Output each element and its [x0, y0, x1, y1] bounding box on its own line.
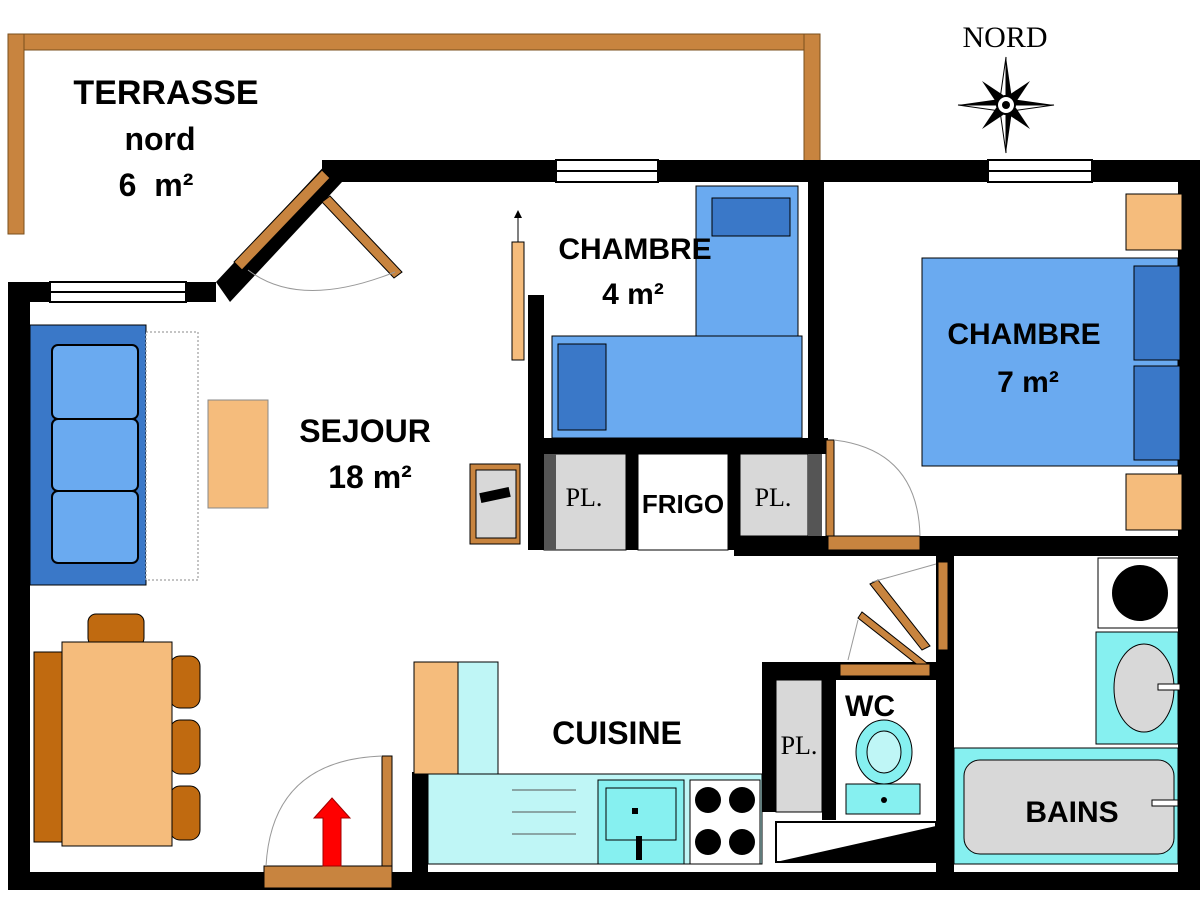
terrasse-sub-label: nord [124, 121, 195, 157]
door-chambre-small [511, 241, 525, 361]
frigo-label: FRIGO [642, 489, 724, 519]
bains-label: BAINS [1025, 796, 1118, 829]
washing-machine-icon [1097, 557, 1179, 629]
hall-closet [775, 679, 823, 813]
compass-rose-icon [957, 56, 1055, 154]
kitchen-sink [597, 779, 685, 865]
terrace-door-left [233, 169, 331, 271]
coffee-table [207, 399, 269, 509]
terrace-door-right [321, 195, 403, 279]
storage-row [543, 453, 822, 551]
cooktop-icon [689, 779, 761, 865]
entry-arrow-icon [312, 797, 352, 867]
washbasin-icon [1095, 631, 1181, 745]
sejour-area: 18 m² [328, 459, 412, 495]
dining-table [33, 613, 201, 847]
compass-label: NORD [962, 21, 1047, 54]
sejour-label: SEJOUR [299, 413, 431, 449]
placard-label-3: PL. [781, 731, 818, 760]
terrasse-area: 6 m² [119, 167, 194, 203]
chambre-large-label: CHAMBRE [947, 318, 1100, 351]
double-bed [921, 257, 1181, 467]
wc-label: WC [845, 690, 895, 723]
bathtub-icon [953, 747, 1179, 865]
nightstand-bottom [1125, 473, 1183, 531]
rug [145, 331, 199, 581]
toilet-icon [845, 719, 921, 815]
water-heater [775, 821, 937, 863]
door-corridor-upper [869, 579, 931, 651]
chambre-small-label: CHAMBRE [558, 233, 711, 266]
nightstand-top [1125, 193, 1183, 251]
chambre-small-area: 4 m² [602, 278, 664, 311]
bunk-bed [551, 185, 803, 439]
placard-label-2: PL. [755, 483, 792, 512]
placard-label-1: PL. [566, 483, 603, 512]
entrance-door [263, 865, 393, 889]
sofa [29, 324, 147, 586]
door-chambre-large [827, 535, 921, 551]
tv-unit [469, 463, 521, 545]
terrace-railing [7, 33, 821, 235]
chambre-large-area: 7 m² [997, 366, 1059, 399]
windows [49, 159, 1093, 303]
doors [233, 169, 949, 889]
cuisine-label: CUISINE [552, 715, 682, 751]
terrasse-label: TERRASSE [73, 74, 258, 112]
